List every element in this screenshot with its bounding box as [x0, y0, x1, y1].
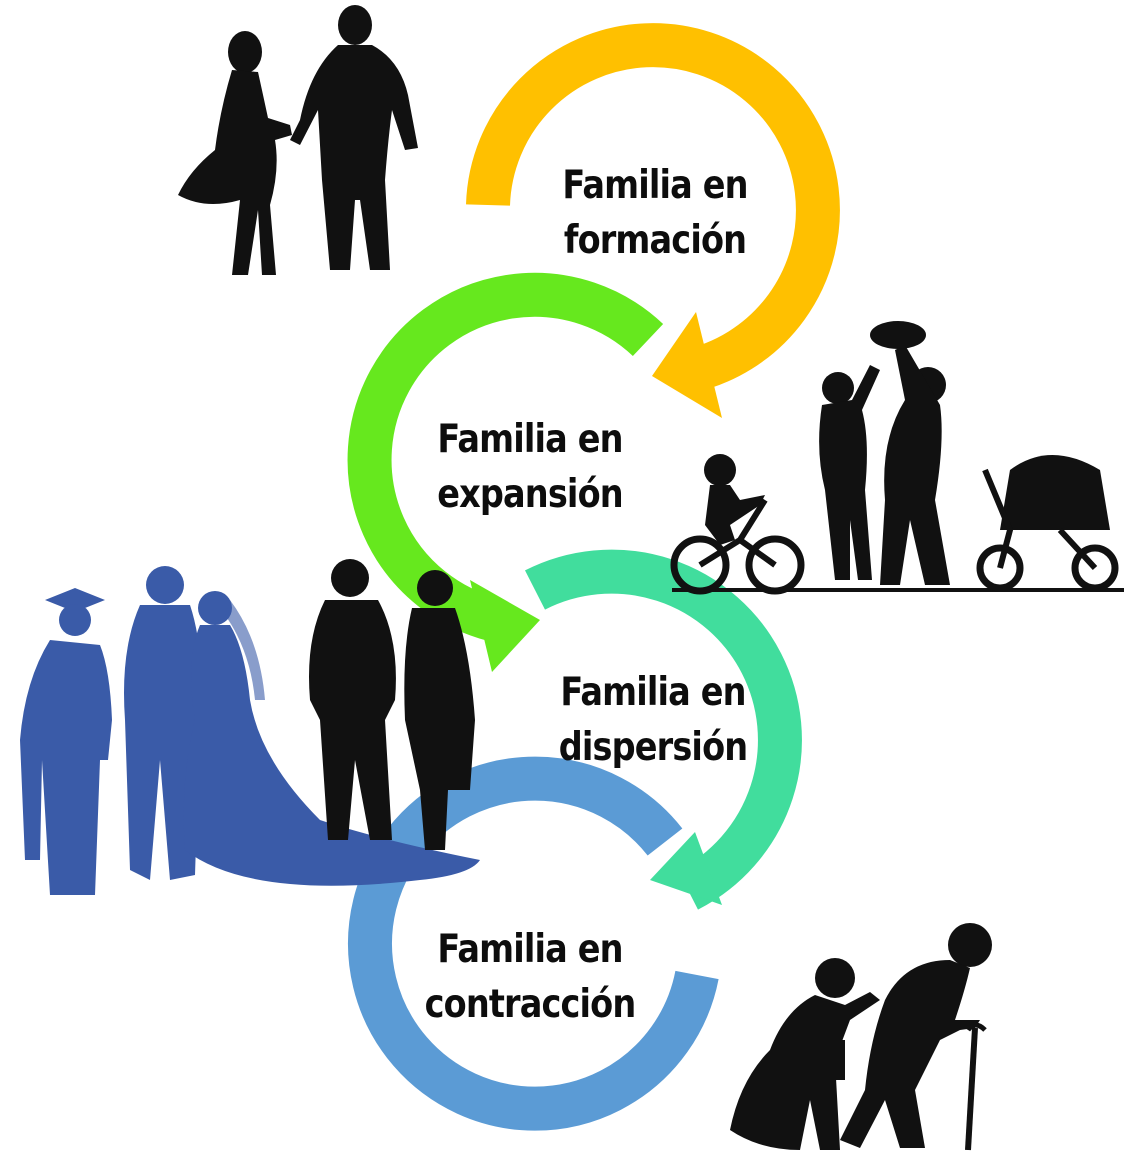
elderly-couple-silhouette-icon — [730, 923, 992, 1151]
stage-label-line2: dispersión — [558, 725, 748, 770]
stage-ring-dispersion — [525, 549, 802, 910]
stage-label-expansion: Familia en expansión — [418, 412, 642, 522]
stage-label-line1: Familia en — [437, 417, 623, 462]
graduation-wedding-silhouette-icon — [20, 559, 480, 895]
arrow-head-expansion — [470, 580, 540, 672]
stage-label-dispersion: Familia en dispersión — [541, 665, 765, 775]
family-with-children-silhouette-icon — [670, 321, 1124, 595]
stage-ring-expansion — [347, 272, 664, 672]
arrow-head-formacion — [652, 312, 722, 418]
stage-ring-formacion — [466, 23, 840, 418]
stage-label-line2: formación — [563, 218, 747, 263]
stage-label-line2: expansión — [437, 472, 623, 517]
stage-ring-contraccion — [348, 756, 719, 1131]
stage-label-line2: contracción — [424, 982, 637, 1027]
arrow-head-dispersion — [650, 832, 722, 905]
stage-label-line1: Familia en — [437, 927, 623, 972]
young-couple-silhouette-icon — [178, 5, 418, 275]
stage-label-contraccion: Familia en contracción — [418, 922, 642, 1032]
stage-label-line1: Familia en — [560, 670, 746, 715]
stage-label-line1: Familia en — [562, 163, 748, 208]
stage-label-formacion: Familia en formación — [543, 158, 767, 268]
